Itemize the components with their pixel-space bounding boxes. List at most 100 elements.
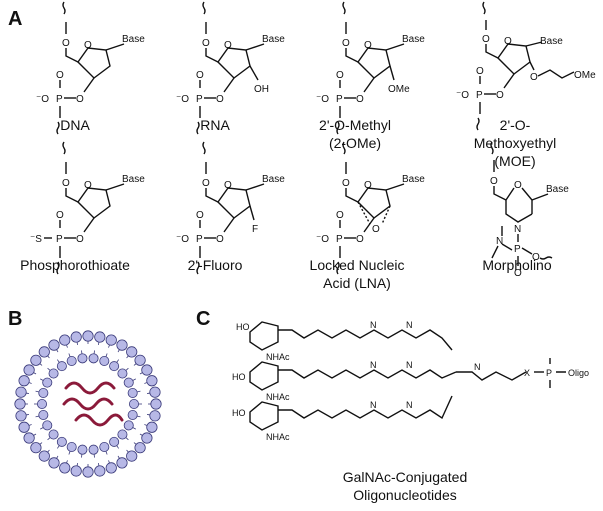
atom-n-amide: N [370,360,377,370]
lipid-head [42,420,53,431]
atom-ome: OMe [388,84,410,95]
rna-cargo [62,381,124,427]
lipid-head [127,410,138,421]
atom-o-ring: O [224,180,232,191]
panel-label-a: A [8,8,23,30]
lipid-head [18,421,30,433]
atom-o-5prime: O [202,178,210,189]
caption-galnac-line2: Oligonucleotides [353,487,457,503]
atom-oligo: Oligo [568,368,589,378]
lipid-head [38,346,50,358]
atom-p-linker: P [546,368,552,378]
atom-base: Base [402,34,425,45]
caption-phosphorothioate: Phosphorothioate [20,257,130,273]
atom-o-ring: O [84,180,92,191]
lipid-head [23,432,35,444]
atom-p: P [196,234,203,245]
lipid-head [59,334,71,346]
caption-two-fluoro: 2'-Fluoro [187,257,243,273]
caption-lna-line2: Acid (LNA) [323,275,391,291]
atom-nhac: NHAc [266,432,290,442]
atom-o-ring: O [84,40,92,51]
atom-o-double: O [336,70,344,81]
atom-s-minus: ⁻S [30,234,42,245]
galnac-arm-3: HO NHAc N N [232,395,453,442]
lipid-head [30,442,42,454]
atom-o-3prime: O [216,94,224,105]
atom-n-amide: N [370,400,377,410]
atom-o-minus: ⁻O [176,94,189,105]
atom-o-ring: O [364,40,372,51]
structure-moe: O O Base O OMe O P ⁻O O [456,1,596,131]
atom-n-ring: N [514,224,521,235]
lipid-head [82,330,94,342]
lipid-head [127,387,138,398]
atom-n-amide: N [406,320,413,330]
caption-rna: RNA [200,117,230,133]
lipid-head [38,410,49,421]
atom-p: P [476,90,483,101]
atom-base: Base [122,174,145,185]
atom-base: Base [262,174,285,185]
lipid-head [37,398,48,409]
lipid-head [18,375,30,387]
lipid-head [134,354,146,366]
atom-o-5prime: O [62,178,70,189]
lipid-head [117,368,128,379]
lipid-head [56,436,67,447]
atom-o-3prime: O [216,234,224,245]
galnac-conjugate: HO NHAc N N HO NHAc N N HO NHAc N N N X … [232,320,589,442]
lipid-head [99,442,110,453]
lipid-head [66,442,77,453]
lipid-head [105,334,117,346]
atom-ome: OMe [574,70,596,81]
lipid-inner-leaflet [34,350,142,458]
caption-moe-line3: (MOE) [494,153,536,169]
galnac-arm-1: HO NHAc N N [236,320,453,362]
galnac-arm-2: HO NHAc N N [232,360,457,402]
atom-o-5prime: O [490,176,498,187]
lipid-head [146,421,158,433]
lipid-head [38,450,50,462]
atom-o-minus: ⁻O [456,90,469,101]
atom-x-linker: X [524,368,530,378]
caption-moe-line2: Methoxyethyl [473,135,557,151]
lipid-head [94,465,106,477]
lipid-head [116,457,128,469]
atom-o-3prime: O [496,90,504,101]
caption-dna: DNA [60,117,90,133]
structure-two-ome: O O Base OMe O P ⁻O O [316,1,425,135]
lipid-head [30,354,42,366]
lipid-head [141,432,153,444]
panel-label-b: B [8,308,23,330]
lipid-head [123,377,134,388]
lipid-head [123,420,134,431]
lipid-nanoparticle [14,330,162,478]
lipid-head [88,353,99,364]
atom-o-double: O [196,210,204,221]
atom-p: P [514,244,521,255]
lipid-head [42,377,53,388]
atom-f: F [252,224,258,235]
atom-nhac: NHAc [266,352,290,362]
atom-nhac: NHAc [266,392,290,402]
atom-o-minus: ⁻O [176,234,189,245]
atom-n-amide: N [406,400,413,410]
lipid-head [149,410,161,422]
atom-p: P [196,94,203,105]
lipid-head [105,462,117,474]
atom-o-5prime: O [202,38,210,49]
lipid-head [150,398,162,410]
atom-ho: HO [232,372,246,382]
lipid-head [146,375,158,387]
atom-p: P [56,234,63,245]
atom-oh: OH [254,84,269,95]
lipid-head [70,331,82,343]
lipid-head [141,364,153,376]
atom-o-3prime: O [76,234,84,245]
lipid-head [15,386,27,398]
atom-o-double: O [56,210,64,221]
lipid-head [149,386,161,398]
